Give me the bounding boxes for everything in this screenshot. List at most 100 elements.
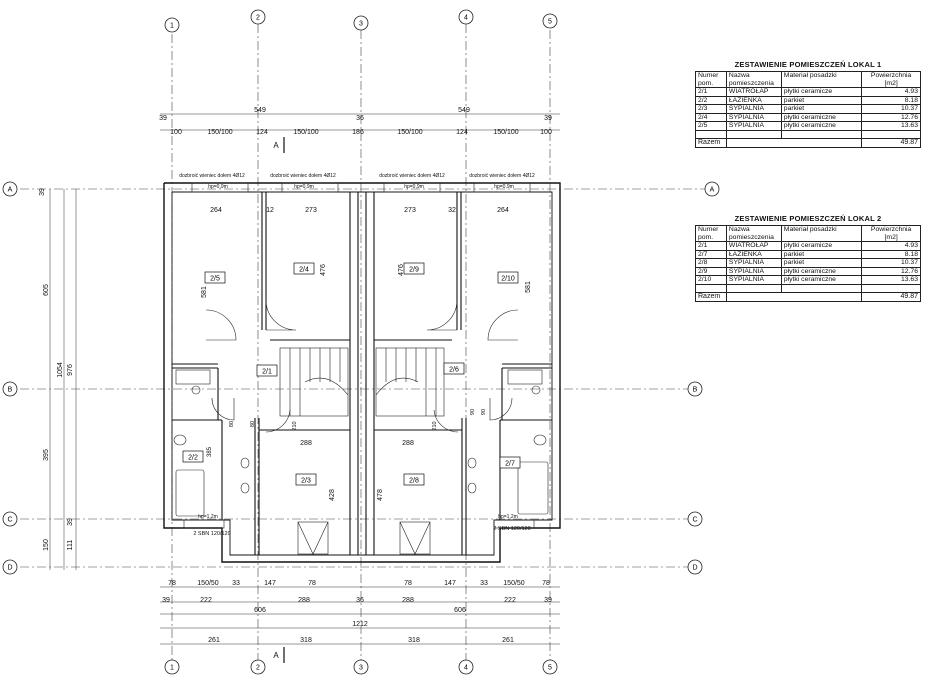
room-label-2-6: 2/6	[443, 362, 465, 375]
table-cell: 2/2	[695, 95, 727, 105]
room-label-2-4: 2/4	[293, 262, 315, 275]
svg-text:2/10: 2/10	[501, 276, 515, 283]
grid-bubble-row-C: C	[687, 511, 703, 527]
table-header-cell: Materiał posadzki	[780, 71, 863, 88]
note-window: 2 SBN 120/120	[493, 526, 530, 532]
svg-text:4: 4	[464, 665, 468, 672]
dim-bottom-row2: 288	[298, 597, 310, 604]
grid-bubble-col-3: 3	[353, 15, 369, 31]
svg-text:4: 4	[464, 15, 468, 22]
dim-left: 150	[43, 539, 50, 551]
grid-bubble-col-4: 4	[458, 659, 474, 675]
svg-text:A: A	[710, 187, 715, 194]
table-cell: płytki ceramiczne	[780, 266, 863, 276]
table-cell: 12.76	[861, 112, 921, 122]
table-header-cell: Nazwa pomieszczenia	[725, 225, 782, 242]
dim-bottom-row1: 33	[232, 580, 240, 587]
grid-bubble-row-D: D	[2, 559, 18, 575]
svg-text:D: D	[692, 565, 697, 572]
dim-bottom-total: 1212	[352, 621, 368, 628]
dim-inner-top: 32	[448, 207, 456, 214]
table-cell: WIATROŁAP	[725, 241, 782, 251]
svg-text:2/7: 2/7	[505, 461, 515, 468]
table-cell: 10.37	[861, 258, 921, 268]
table-cell: parkiet	[780, 104, 863, 114]
dim-room-height: 476	[320, 264, 327, 276]
section-marker: A	[273, 137, 285, 153]
note-lintel: dozbroić wieniec dołem 4Ø12	[179, 173, 245, 179]
dim-door-width: 90	[481, 409, 487, 415]
grid-bubble-col-1: 1	[164, 659, 180, 675]
dim-bottom-row2: 222	[200, 597, 212, 604]
svg-text:2/2: 2/2	[188, 455, 198, 462]
room-label-2-9: 2/9	[403, 262, 425, 275]
svg-text:D: D	[7, 565, 12, 572]
dim-top-opening: 100	[540, 129, 552, 136]
table-cell: ŁAZIENKA	[725, 249, 782, 259]
grid-bubble-col-4: 4	[458, 9, 474, 25]
dim-bottom-row1: 147	[444, 580, 456, 587]
dim-inner-top: 273	[305, 207, 317, 214]
room-label-2-7: 2/7	[499, 456, 521, 469]
table-cell: płytki ceramiczne	[780, 112, 863, 122]
table-cell: SYPIALNIA	[725, 275, 782, 285]
dim-bottom-row1: 78	[168, 580, 176, 587]
table-header-cell: Powierzchnia [m2]	[861, 225, 921, 242]
svg-text:2/9: 2/9	[409, 267, 419, 274]
grid-bubble-col-2: 2	[250, 9, 266, 25]
room-label-2-8: 2/8	[403, 473, 425, 486]
grid-bubble-col-2: 2	[250, 659, 266, 675]
svg-text:2/5: 2/5	[210, 276, 220, 283]
windows	[183, 182, 535, 529]
table-title: ZESTAWIENIE POMIESZCZEŃ LOKAL 1	[734, 60, 882, 69]
grid-bubble-row-D: D	[687, 559, 703, 575]
room-schedule-lokal-1: ZESTAWIENIE POMIESZCZEŃ LOKAL 1 Numer pom…	[695, 60, 921, 148]
table-cell: 2/1	[695, 87, 727, 97]
dim-room-height: 476	[398, 264, 405, 276]
dim-bottom-row3: 606	[254, 607, 266, 614]
svg-text:A: A	[273, 141, 279, 150]
dim-top-opening: 124	[256, 129, 268, 136]
dim-top-opening: 150/100	[207, 129, 232, 136]
table-cell: SYPIALNIA	[725, 104, 782, 114]
table-header-cell: Materiał posadzki	[780, 225, 863, 242]
svg-text:B: B	[8, 387, 13, 394]
total-label: Razem	[695, 138, 727, 148]
table-cell: płytki ceramicze	[780, 87, 863, 97]
grid-bubble-col-5: 5	[542, 659, 558, 675]
table-cell: ŁAZIENKA	[725, 95, 782, 105]
dim-bottom-row4: 318	[408, 637, 420, 644]
svg-text:2: 2	[256, 665, 260, 672]
dim-inner-top: 264	[210, 207, 222, 214]
dim-left: 395	[43, 449, 50, 461]
note-sill: hp=0,9m	[404, 184, 424, 190]
table-cell: SYPIALNIA	[725, 266, 782, 276]
note-sill: hp=0,9m	[494, 184, 514, 190]
table-cell: 8.18	[861, 95, 921, 105]
grid-bubble-row-A: A	[2, 181, 18, 197]
note-lintel: dozbroić wieniec dołem 4Ø12	[270, 173, 336, 179]
svg-text:1: 1	[170, 23, 174, 30]
table-cell: 8.18	[861, 249, 921, 259]
grid-bubble-row-C: C	[2, 511, 18, 527]
note-sill: hp=0,9m	[294, 184, 314, 190]
table-header-cell: Numer pom.	[695, 71, 727, 88]
table-cell: 2/9	[695, 266, 727, 276]
note-sill-low: hp=1,2m	[198, 514, 218, 520]
dim-left: 111	[67, 540, 74, 551]
table-cell: 4.93	[861, 241, 921, 251]
svg-text:2/1: 2/1	[262, 369, 272, 376]
grid-bubble-col-1: 1	[164, 17, 180, 33]
table-cell: parkiet	[780, 95, 863, 105]
dim-top-opening: 150/100	[293, 129, 318, 136]
dim-bottom-row4: 261	[502, 637, 514, 644]
dim-left: 1054	[57, 362, 64, 378]
table-cell: 2/7	[695, 249, 727, 259]
